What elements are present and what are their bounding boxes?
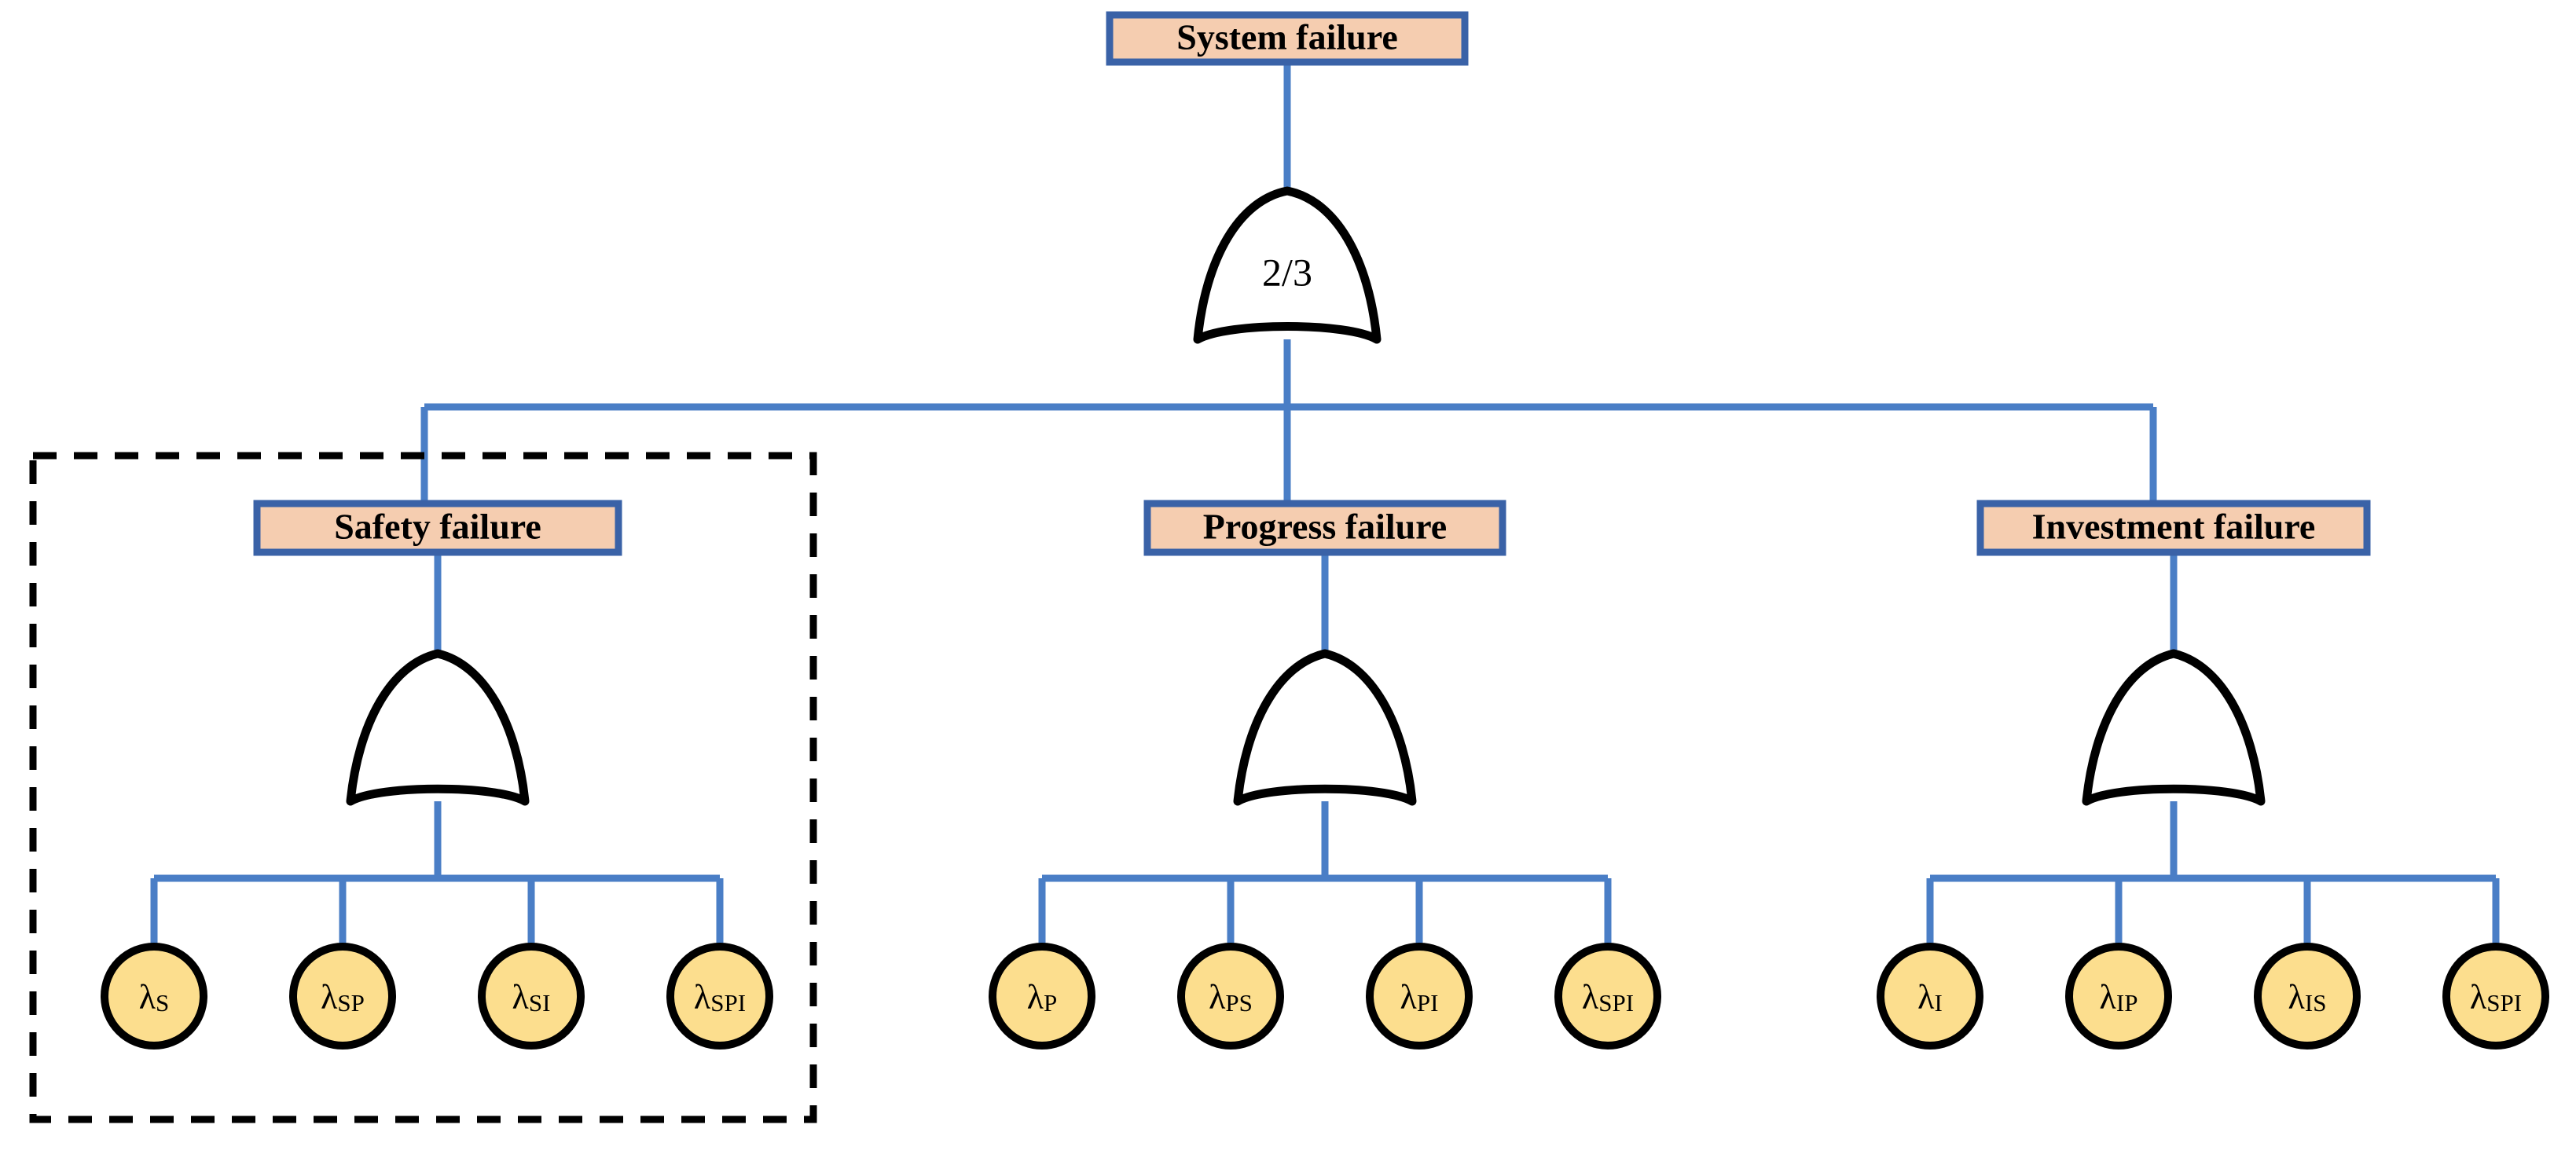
basic-event-lambda-si[interactable]: λSI <box>478 943 585 1050</box>
intermediate-label-safety: Safety failure <box>334 507 541 547</box>
basic-event-circle[interactable] <box>1177 943 1284 1050</box>
lambda-symbol: λ <box>1209 978 1226 1017</box>
basic-event-label: λSI <box>512 978 551 1017</box>
basic-event-lambda-spi-progress[interactable]: λSPI <box>1554 943 1661 1050</box>
subscript: S <box>156 989 169 1017</box>
intermediate-event-investment[interactable]: Investment failure <box>1976 500 2371 556</box>
basic-event-lambda-sp[interactable]: λSP <box>289 943 396 1050</box>
lambda-symbol: λ <box>2288 978 2306 1017</box>
intermediate-event-progress[interactable]: Progress failure <box>1143 500 1506 556</box>
subscript: IS <box>2305 989 2327 1017</box>
lambda-symbol: λ <box>1582 978 1599 1017</box>
basic-event-lambda-ip[interactable]: λIP <box>2065 943 2172 1050</box>
safety-subtree-dashed-boundary <box>29 452 817 1123</box>
voting-gate-label: 2/3 <box>1262 250 1312 294</box>
basic-event-circle[interactable] <box>2442 943 2549 1050</box>
top-event-box[interactable] <box>1106 11 1469 66</box>
basic-event-circle[interactable] <box>1877 943 1983 1050</box>
subscript: SPI <box>2486 989 2522 1017</box>
basic-event-label: λSPI <box>1582 978 1634 1017</box>
basic-event-circle[interactable] <box>1554 943 1661 1050</box>
intermediate-event-safety[interactable]: Safety failure <box>253 500 622 556</box>
intermediate-box-progress[interactable] <box>1143 500 1506 556</box>
lambda-symbol: λ <box>2470 978 2487 1017</box>
lambda-symbol: λ <box>1917 978 1935 1017</box>
or-gate-safety[interactable] <box>346 649 530 806</box>
basic-event-label: λIS <box>2288 978 2327 1017</box>
voting-gate-2of3[interactable]: 2/3 <box>1193 186 1382 344</box>
subscript: SI <box>529 989 551 1017</box>
basic-event-circle[interactable] <box>2065 943 2172 1050</box>
subscript: I <box>1935 989 1943 1017</box>
or-gate-progress-shape[interactable] <box>1233 649 1417 806</box>
subscript: SPI <box>1598 989 1634 1017</box>
or-gate-safety-shape[interactable] <box>346 649 530 806</box>
subscript: SP <box>337 989 364 1017</box>
intermediate-box-safety[interactable] <box>253 500 622 556</box>
subscript: P <box>1044 989 1057 1017</box>
or-gate-investment-shape[interactable] <box>2082 649 2266 806</box>
basic-event-circle[interactable] <box>2254 943 2361 1050</box>
basic-event-lambda-is[interactable]: λIS <box>2254 943 2361 1050</box>
basic-event-label: λPI <box>1400 978 1439 1017</box>
basic-event-circle[interactable] <box>478 943 585 1050</box>
top-event-node[interactable]: System failure <box>1106 11 1469 66</box>
intermediate-label-progress: Progress failure <box>1203 507 1447 547</box>
basic-event-label: λPS <box>1209 978 1253 1017</box>
subscript: SPI <box>710 989 746 1017</box>
or-gate-investment[interactable] <box>2082 649 2266 806</box>
lambda-symbol: λ <box>139 978 156 1017</box>
lambda-symbol: λ <box>321 978 338 1017</box>
lambda-symbol: λ <box>2100 978 2117 1017</box>
subscript: IP <box>2116 989 2138 1017</box>
connector-lines <box>150 62 2500 951</box>
basic-event-lambda-pi[interactable]: λPI <box>1366 943 1473 1050</box>
basic-event-label: λSP <box>321 978 365 1017</box>
lambda-symbol: λ <box>694 978 711 1017</box>
basic-event-label: λSPI <box>694 978 746 1017</box>
basic-event-label: λSPI <box>2470 978 2522 1017</box>
top-event-label: System failure <box>1176 17 1398 57</box>
basic-event-lambda-spi-investment[interactable]: λSPI <box>2442 943 2549 1050</box>
basic-event-lambda-i[interactable]: λI <box>1877 943 1983 1050</box>
basic-event-label: λP <box>1027 978 1058 1017</box>
lambda-symbol: λ <box>1027 978 1044 1017</box>
basic-event-label: λIP <box>2100 978 2138 1017</box>
voting-gate-shape[interactable] <box>1193 186 1382 344</box>
intermediate-label-investment: Investment failure <box>2032 507 2316 547</box>
basic-event-circle[interactable] <box>989 943 1095 1050</box>
basic-event-circle[interactable] <box>1366 943 1473 1050</box>
basic-event-label: λI <box>1917 978 1943 1017</box>
basic-event-label: λS <box>139 978 170 1017</box>
basic-event-circle[interactable] <box>666 943 773 1050</box>
lambda-symbol: λ <box>1400 978 1418 1017</box>
intermediate-box-investment[interactable] <box>1976 500 2371 556</box>
basic-event-lambda-p[interactable]: λP <box>989 943 1095 1050</box>
lambda-symbol: λ <box>512 978 530 1017</box>
or-gate-progress[interactable] <box>1233 649 1417 806</box>
basic-event-circle[interactable] <box>101 943 207 1050</box>
basic-event-lambda-s[interactable]: λS <box>101 943 207 1050</box>
subscript: PI <box>1417 989 1439 1017</box>
basic-event-lambda-spi-safety[interactable]: λSPI <box>666 943 773 1050</box>
subscript: PS <box>1225 989 1252 1017</box>
basic-event-lambda-ps[interactable]: λPS <box>1177 943 1284 1050</box>
basic-event-circle[interactable] <box>289 943 396 1050</box>
